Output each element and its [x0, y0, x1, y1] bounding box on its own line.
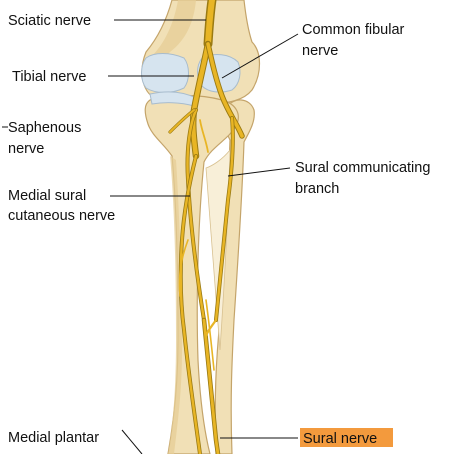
sural-nerve-highlight — [300, 428, 393, 447]
label-sciatic-nerve: Sciatic nerve — [8, 13, 91, 29]
muscular-twig-1 — [199, 119, 209, 153]
label-medial-plantar: Medial plantar — [8, 430, 99, 446]
leader-medial-plantar — [121, 429, 143, 454]
label-common-fibular-nerve-line1: Common fibular — [302, 22, 405, 38]
leader-sural-communicating — [227, 167, 291, 177]
labels: Sciatic nerve Common fibular nerve Tibia… — [8, 13, 430, 447]
muscular-twig-2 — [178, 239, 189, 297]
nerve-branches — [168, 0, 245, 454]
label-sural-communicating-line2: branch — [295, 181, 339, 197]
saphenous-nerve-branch-fill — [169, 109, 195, 133]
tibial-descending-branch-fill — [179, 154, 202, 454]
tibia-shading — [168, 156, 182, 454]
label-saphenous-nerve-line1: Saphenous — [8, 120, 81, 136]
sciatic-nerve-trunk-fill — [205, 0, 215, 47]
label-saphenous-nerve-line2: nerve — [8, 141, 44, 157]
muscular-twig-3 — [205, 299, 215, 371]
label-sural-communicating-line1: Sural communicating — [295, 160, 430, 176]
label-common-fibular-nerve-line2: nerve — [302, 43, 338, 59]
interosseous-membrane — [205, 148, 231, 351]
leg-bones — [141, 0, 261, 454]
tibia — [144, 94, 239, 454]
common-fibular-nerve-branch-fill — [206, 42, 244, 138]
sural-communicating-branch-fill — [214, 116, 234, 322]
leader-lines — [2, 19, 299, 454]
label-sural-nerve: Sural nerve — [303, 431, 377, 447]
femur-shading — [149, 0, 196, 92]
leader-common-fibular — [221, 33, 299, 79]
label-tibial-nerve: Tibial nerve — [12, 69, 86, 85]
label-medial-sural-line2: cutaneous nerve — [8, 208, 115, 224]
label-medial-sural-line1: Medial sural — [8, 188, 86, 204]
meniscus-medial — [141, 53, 189, 93]
sural-join — [204, 318, 218, 338]
